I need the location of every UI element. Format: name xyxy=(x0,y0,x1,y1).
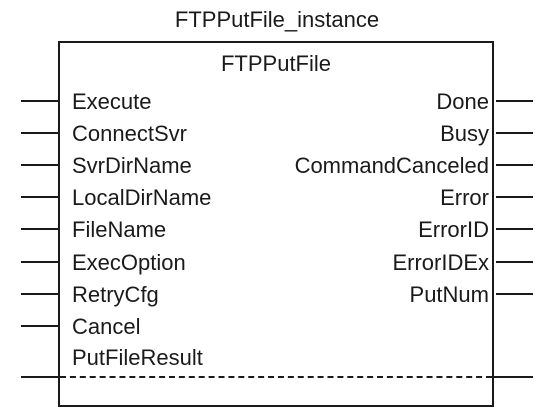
inout-line-left xyxy=(21,376,58,378)
output-pin-line-putnum xyxy=(496,293,533,295)
input-label-filename: FileName xyxy=(72,217,167,242)
output-label-commandcanceled: CommandCanceled xyxy=(294,153,489,178)
output-pin-line-busy xyxy=(496,132,533,134)
function-block-box: FTPPutFile Execute ConnectSvr SvrDirName… xyxy=(58,41,494,407)
output-pin-line-erroridex xyxy=(496,261,533,263)
output-pin-line-done xyxy=(496,100,533,102)
output-pin-line-error xyxy=(496,196,533,198)
instance-name: FTPPutFile_instance xyxy=(174,7,380,32)
input-pin-line-localdirname xyxy=(21,196,58,198)
input-pin-line-cancel xyxy=(21,325,58,327)
input-label-execoption: ExecOption xyxy=(72,250,186,275)
input-label-execute: Execute xyxy=(72,89,152,114)
function-block-type: FTPPutFile xyxy=(220,51,332,76)
output-label-putnum: PutNum xyxy=(409,282,489,307)
inout-line-dashed xyxy=(60,376,492,378)
input-label-connectsvr: ConnectSvr xyxy=(72,121,187,146)
inout-label-putfileresult: PutFileResult xyxy=(72,345,203,370)
input-pin-line-execoption xyxy=(21,261,58,263)
input-pin-line-connectsvr xyxy=(21,132,58,134)
input-pin-line-filename xyxy=(21,228,58,230)
output-label-erroridex: ErrorIDEx xyxy=(392,250,489,275)
output-label-error: Error xyxy=(440,185,489,210)
output-label-errorid: ErrorID xyxy=(418,217,489,242)
output-pin-line-commandcanceled xyxy=(496,164,533,166)
input-pin-line-retrycfg xyxy=(21,293,58,295)
output-label-done: Done xyxy=(436,89,489,114)
input-label-cancel: Cancel xyxy=(72,314,141,339)
input-pin-line-svrdirname xyxy=(21,164,58,166)
input-pin-line-execute xyxy=(21,100,58,102)
input-label-localdirname: LocalDirName xyxy=(72,185,212,210)
output-label-busy: Busy xyxy=(440,121,489,146)
output-pin-line-errorid xyxy=(496,228,533,230)
input-label-retrycfg: RetryCfg xyxy=(72,282,159,307)
input-label-svrdirname: SvrDirName xyxy=(72,153,192,178)
inout-line-right xyxy=(494,376,533,378)
